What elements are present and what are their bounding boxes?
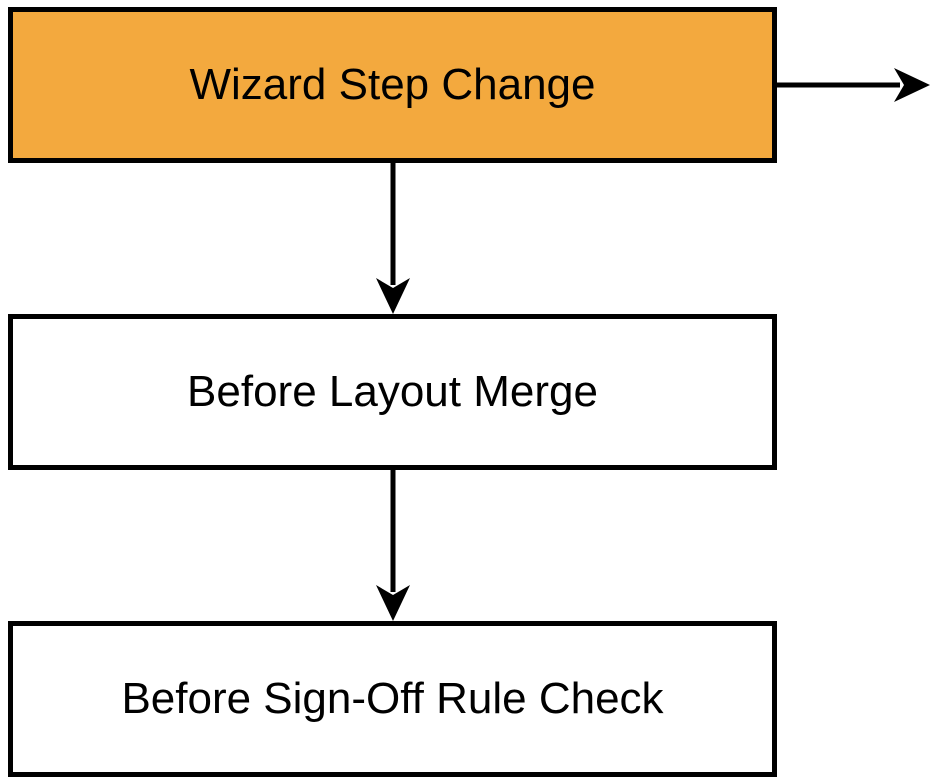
step-wizard-step-change: Wizard Step Change: [8, 7, 777, 163]
step-before-sign-off-rule-check: Before Sign-Off Rule Check: [8, 621, 777, 777]
step-label: Wizard Step Change: [189, 60, 596, 109]
step-before-layout-merge: Before Layout Merge: [8, 314, 777, 470]
arrow-right-outgoing: [777, 68, 930, 102]
arrow-step2-to-step3: [376, 470, 410, 621]
step-label: Before Sign-Off Rule Check: [121, 674, 664, 723]
arrow-step1-to-step2: [376, 163, 410, 314]
step-label: Before Layout Merge: [187, 367, 598, 416]
